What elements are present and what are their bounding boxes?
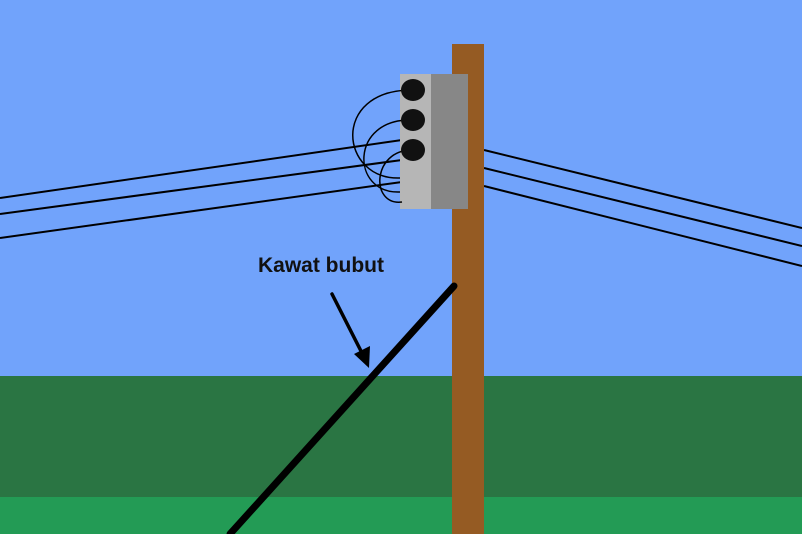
- callout-label: Kawat bubut: [258, 254, 384, 277]
- power-lines-right: [483, 149, 802, 267]
- insulator: [401, 139, 425, 161]
- insulator: [401, 109, 425, 131]
- power-line: [0, 181, 403, 239]
- power-line: [483, 185, 802, 267]
- power-line: [0, 159, 403, 215]
- power-line: [0, 139, 403, 199]
- connector-loops: [352, 89, 413, 203]
- transformer-side: [431, 74, 468, 209]
- power-line: [483, 167, 802, 247]
- callout-arrow: [330, 292, 370, 368]
- grass-foreground: [0, 497, 802, 534]
- power-lines-left: [0, 139, 403, 239]
- insulator: [401, 79, 425, 101]
- arrow-head-icon: [354, 346, 370, 368]
- guy-wire: [226, 282, 458, 534]
- connector-loop: [363, 119, 413, 193]
- insulators: [401, 79, 425, 161]
- connector-loop: [379, 149, 413, 203]
- arrow-shaft: [330, 292, 365, 357]
- power-line: [483, 149, 802, 229]
- grass-field: [0, 376, 802, 498]
